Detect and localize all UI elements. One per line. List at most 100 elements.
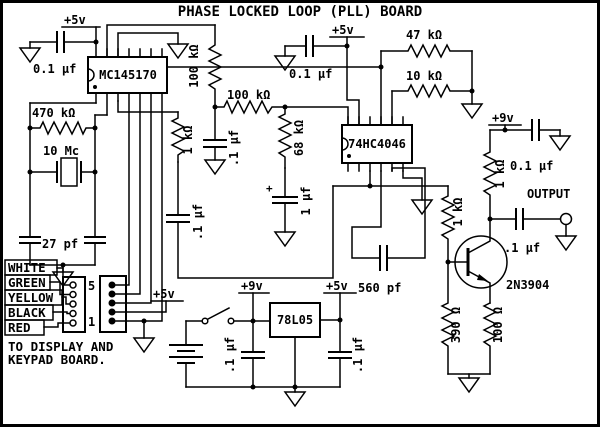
header-pin	[108, 299, 116, 307]
wire-color-yellow: YELLOW	[8, 290, 54, 305]
resistor-label: 100 kΩ	[187, 44, 201, 87]
wire-color-white: WHITE	[8, 260, 46, 275]
junction-dot	[92, 169, 98, 175]
wire	[114, 92, 130, 286]
header-pin	[108, 290, 116, 298]
cap-label: .1 µf	[504, 241, 540, 255]
supply-9v-label-a: +9v	[241, 279, 263, 293]
cap-label: 560 pf	[358, 281, 401, 295]
ic-74hc4046	[341, 124, 413, 164]
header-pin	[108, 281, 116, 289]
switch-arm	[206, 306, 231, 321]
wire	[52, 311, 71, 315]
resistor-label: 100 Ω	[491, 307, 505, 343]
resistor-10k	[391, 83, 473, 99]
wire	[177, 185, 334, 279]
supply-5v-label-d: +5v	[326, 279, 348, 293]
ic-74hc4046-label: 74HC4046	[348, 137, 406, 151]
pin1-dot	[347, 154, 351, 158]
wire	[114, 300, 167, 313]
cap-label: .1 µf	[191, 204, 205, 240]
ic-notch	[87, 68, 95, 82]
wire-color-red: RED	[8, 320, 31, 335]
ground-symbol	[273, 55, 297, 72]
resistor-label: 68 kΩ	[292, 120, 306, 156]
cap-label: 0.1 µf	[289, 67, 332, 81]
transistor-label: 2N3904	[506, 278, 549, 292]
supply-5v-label-a: +5v	[64, 13, 86, 27]
output-jack	[559, 212, 573, 226]
wire	[351, 170, 382, 259]
ground-symbol	[166, 43, 190, 60]
cap-label: .1 µf	[227, 130, 241, 166]
ground-symbol	[410, 199, 434, 216]
ic-notch	[341, 137, 349, 151]
resistor-label: 10 kΩ	[406, 69, 442, 83]
resistor-1k-collector	[482, 129, 498, 220]
cap-label: 1 µf	[299, 187, 313, 216]
ground-symbol	[132, 337, 156, 354]
wire	[386, 167, 426, 259]
resistor-1k-filter	[170, 111, 186, 163]
junction-dot	[378, 64, 384, 70]
wire	[49, 281, 71, 296]
ground-symbol	[460, 103, 484, 120]
cap-label: .1 µf	[351, 337, 365, 373]
wire	[402, 170, 423, 201]
resistor-100	[482, 301, 498, 375]
connector-plug	[62, 276, 86, 333]
ground-symbol	[18, 47, 42, 64]
plug-pin	[69, 281, 77, 289]
resistor-label: 1 kΩ	[451, 198, 465, 227]
emitter-arrow	[477, 274, 488, 281]
header-pin	[108, 317, 116, 325]
wire	[117, 100, 179, 113]
ground-symbol	[273, 231, 297, 248]
note-line2: KEYPAD BOARD.	[8, 352, 106, 367]
resistor-label: 1 kΩ	[493, 160, 507, 189]
polarity-plus: +	[266, 182, 273, 195]
page-title: PHASE LOCKED LOOP (PLL) BOARD	[178, 4, 422, 20]
pin-number-5: 5	[88, 279, 95, 293]
resistor-label: 470 kΩ	[32, 106, 75, 120]
wire	[114, 92, 163, 322]
pin-number-1: 1	[88, 315, 95, 329]
reference-oscillator-section: +5v 0.1 µf MC145170 470 kΩ 10	[18, 13, 168, 288]
junction-dot	[27, 125, 33, 131]
crystal-label: 10 Mc	[43, 144, 79, 158]
plug-pin	[69, 319, 77, 327]
cap-label: .1 µf	[223, 337, 237, 373]
phase-detector-section: +5v 0.1 µf 47 kΩ 10 kΩ 74HC4046	[273, 23, 484, 295]
pin1-dot	[93, 85, 97, 89]
wire	[117, 32, 179, 58]
plug-pin	[69, 290, 77, 299]
junction-dot	[469, 88, 475, 94]
wire	[114, 92, 141, 295]
supply-9v-label-b: +9v	[492, 111, 514, 125]
ic-78l05-label: 78L05	[277, 313, 313, 327]
cap-label: 0.1 µf	[33, 62, 76, 76]
resistor-1k-base	[440, 185, 456, 263]
header-pin	[108, 308, 116, 316]
resistor-label: 1 kΩ	[181, 126, 195, 155]
wire	[106, 24, 216, 58]
plug-pin	[69, 300, 77, 308]
transistor-emitter	[466, 269, 491, 304]
wire-color-black: BLACK	[8, 305, 46, 320]
resistor-100k-vertical	[207, 24, 223, 108]
ground-symbol	[457, 377, 481, 394]
wire	[43, 322, 71, 328]
output-stage-section: +9v 0.1 µf 1 kΩ OUTPUT .1 µf 1 kΩ	[440, 111, 578, 394]
wire-color-green: GREEN	[8, 275, 46, 290]
switch-contact	[201, 317, 209, 325]
ground-symbol	[203, 159, 227, 176]
cap-label: 27 pf	[42, 237, 78, 251]
resistor-47k	[380, 43, 473, 59]
resistor-68k	[277, 106, 293, 169]
resistor-470k	[29, 120, 96, 136]
ic-pins	[347, 116, 404, 172]
ground-symbol	[548, 135, 572, 152]
